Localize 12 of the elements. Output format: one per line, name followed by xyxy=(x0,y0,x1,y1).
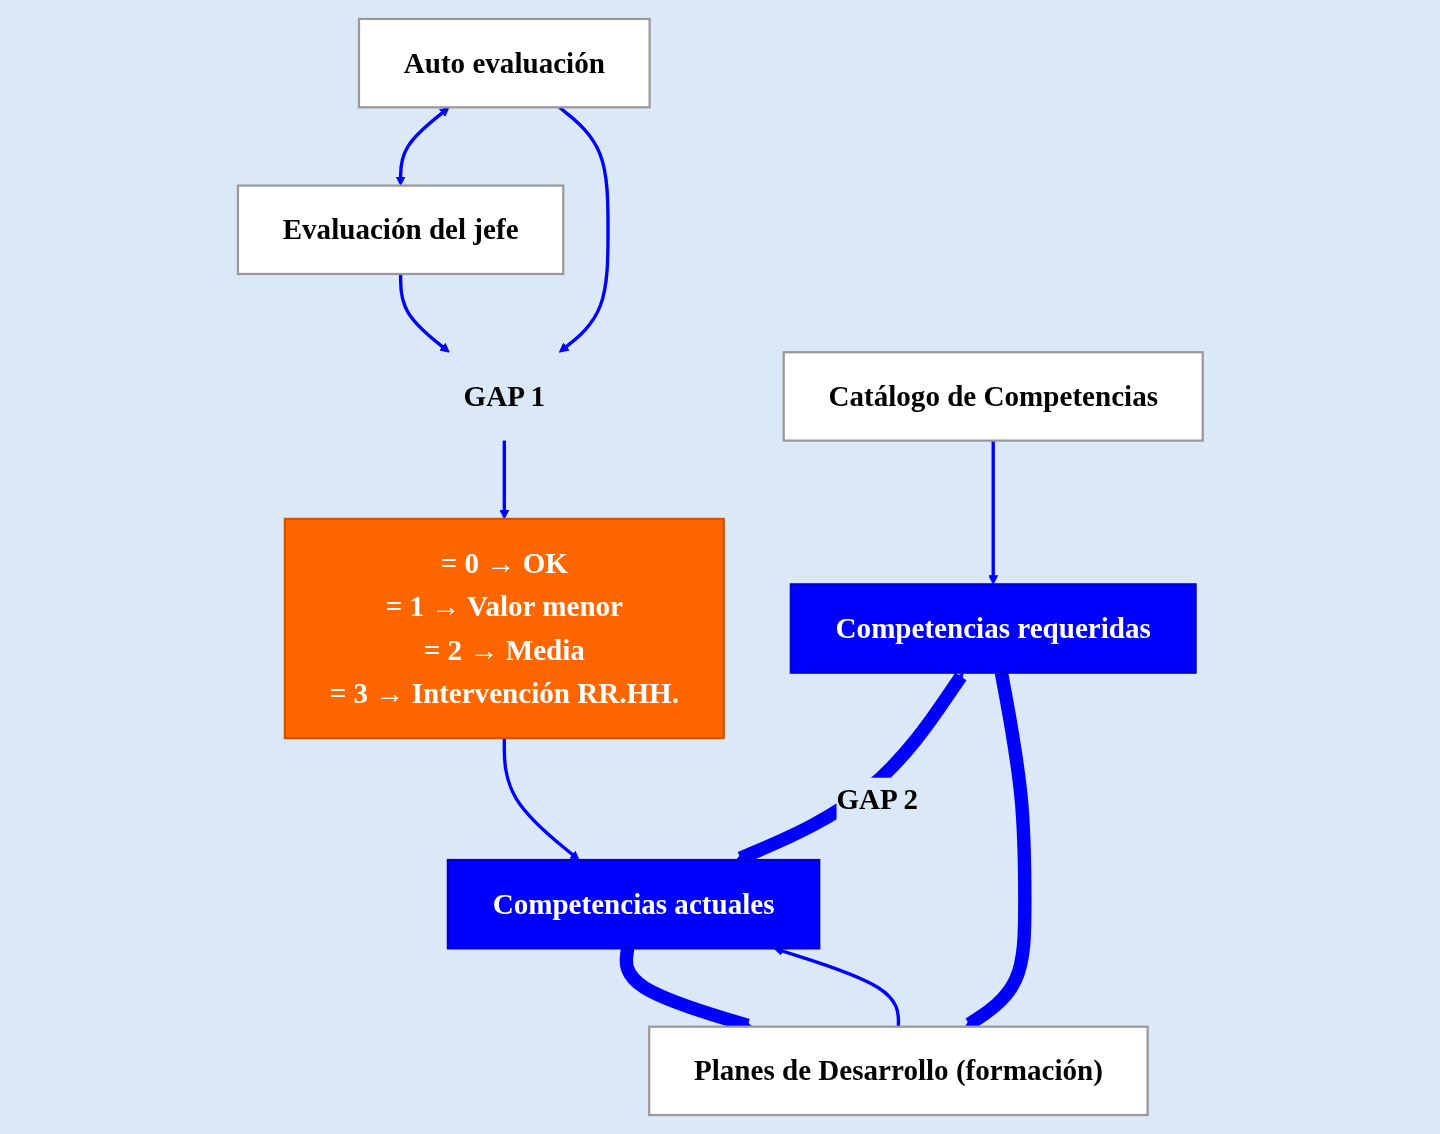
arrow xyxy=(398,273,450,353)
edge-label: GAP 2 xyxy=(836,783,918,816)
node-box: Catálogo de Competencias xyxy=(782,351,1204,442)
arrow xyxy=(502,738,580,861)
node-box: Planes de Desarrollo (formación) xyxy=(647,1025,1149,1117)
node-text: GAP 1 xyxy=(463,380,545,413)
node-box: Competencias actuales xyxy=(446,858,820,950)
node-box: Competencias requeridas xyxy=(789,583,1197,674)
node-box: Evaluación del jefe xyxy=(236,184,565,276)
arrow xyxy=(987,440,998,585)
node-box: = 0 → OK = 1 → Valor menor = 2 → Media = 3 → Intervención RR.HH. xyxy=(283,517,725,740)
node-box: Auto evaluación xyxy=(357,17,651,109)
